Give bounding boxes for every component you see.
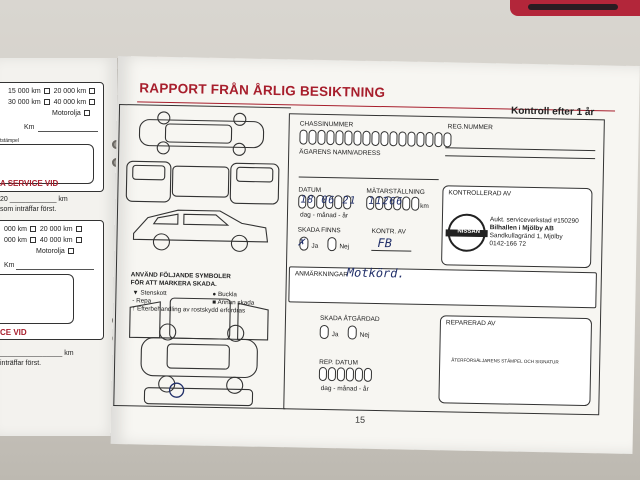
red-object — [510, 0, 640, 16]
kontr-av-value: FB — [377, 236, 393, 251]
kontr-av-label: KONTR. AV — [371, 227, 406, 236]
skada-finns-ja-label: Ja — [311, 242, 319, 250]
box1-km-line — [38, 131, 98, 132]
rep-datum-field[interactable] — [318, 366, 373, 382]
matarstallning-value: 11266 — [368, 195, 404, 208]
car-diagram — [125, 111, 280, 407]
legend-buckla: ● Buckla — [212, 290, 237, 299]
box2-km: Km — [4, 262, 15, 269]
skada-finns-label: SKADA FINNS — [297, 226, 341, 235]
box2-row1: 000 km 20 000 km — [4, 226, 82, 233]
kontrollerad-label: KONTROLLERAD AV — [448, 189, 512, 198]
box1-small-text: tstämpel — [0, 138, 19, 144]
page-title: RAPPORT FRÅN ÅRLIG BESIKTNING — [139, 80, 386, 101]
skada-atgardad-nej-label: Nej — [359, 331, 370, 339]
address-line-1[interactable] — [445, 155, 596, 160]
box1-motorolja: Motorolja — [52, 110, 90, 117]
left-page: 15 000 km 20 000 km 30 000 km 40 000 km … — [0, 58, 118, 436]
skada-finns-nej[interactable] — [327, 237, 337, 252]
skada-finns-mark: ✗ — [297, 234, 305, 249]
regnummer-line[interactable] — [445, 147, 596, 152]
car-side-view — [132, 209, 269, 243]
box1-row1: 15 000 km 20 000 km — [8, 88, 96, 95]
box2-row2: 000 km 40 000 km — [4, 237, 82, 244]
anmarkningar-value: Motkörd. — [346, 265, 405, 281]
service-heading-1: A SERVICE VID — [0, 179, 59, 188]
chassinummer-label: CHASSINUMMER — [299, 120, 354, 129]
datum-value: 18 06 21 — [300, 194, 357, 207]
car-rear-view — [229, 162, 280, 205]
anmarkningar-label: ANMÄRKNINGAR — [294, 270, 348, 279]
triangle-down-icon: ▼ — [132, 289, 139, 297]
box1-row2: 30 000 km 40 000 km — [8, 99, 96, 106]
dot-icon: ● — [212, 290, 217, 298]
skada-atgardad-label: SKADA ÅTGÄRDAD — [319, 314, 380, 324]
car-front-view — [125, 160, 172, 203]
inspection-form: CHASSINUMMER REG.NUMMER ÄGARENS NAMN/ADR… — [283, 113, 605, 416]
skada-atgardad-nej[interactable] — [347, 325, 357, 340]
square-icon: ■ — [212, 298, 217, 306]
stamp-area-1 — [0, 144, 94, 184]
chassinummer-field[interactable] — [299, 129, 452, 148]
car-lower-top-view — [140, 337, 258, 379]
arrow-up-icon: ↑ — [132, 305, 136, 313]
dealer-stamp: Aukt. serviceverkstad #150290 Bilhallen … — [489, 216, 579, 248]
box2-motorolja: Motorolja — [36, 248, 74, 255]
box1-km: Km — [24, 124, 35, 131]
dash-icon: - — [132, 297, 135, 305]
matarstallning-unit: km — [420, 202, 429, 210]
agarens-label: ÄGARENS NAMN/ADRESS — [299, 148, 381, 158]
inspection-subtitle: Kontroll efter 1 år — [510, 105, 595, 119]
skada-atgardad-ja[interactable] — [319, 324, 329, 340]
stamp-area-2 — [0, 274, 74, 324]
skada-finns-nej-label: Nej — [339, 243, 350, 251]
regnummer-label: REG.NUMMER — [447, 123, 493, 132]
service-row-2: ________________ km — [0, 350, 74, 357]
rep-datum-sub: dag - månad - år — [320, 384, 369, 393]
car-top-view — [138, 119, 265, 149]
address-line-2[interactable] — [298, 176, 439, 181]
legend-repa: - Repa — [132, 297, 152, 305]
service-heading-2: CE VID — [0, 328, 27, 337]
legend-annan-skada: ■ Annan skada — [212, 298, 255, 307]
car-diagram-panel: ANVÄND FÖLJANDE SYMBOLER FÖR ATT MARKERA… — [113, 104, 292, 410]
box2-km-line — [16, 269, 94, 270]
datum-sub: dag - månad - år — [299, 211, 349, 220]
reparerad-label: REPARERAD AV — [445, 319, 496, 328]
service-row: 20 ____________ km — [0, 196, 68, 203]
skada-atgardad-ja-label: Ja — [331, 331, 339, 339]
datum-label: DATUM — [298, 186, 322, 194]
rep-datum-label: REP. DATUM — [319, 358, 358, 367]
matarstallning-label: MÄTARSTÄLLNING — [366, 187, 425, 196]
page-number: 15 — [354, 414, 366, 425]
service-note-2: inträffar först. — [0, 360, 42, 367]
legend-stenskott: ▼ Stenskott — [132, 289, 167, 297]
right-page: RAPPORT FRÅN ÅRLIG BESIKTNING Kontroll e… — [110, 56, 640, 454]
service-note-1: som inträffar först. — [0, 206, 57, 213]
